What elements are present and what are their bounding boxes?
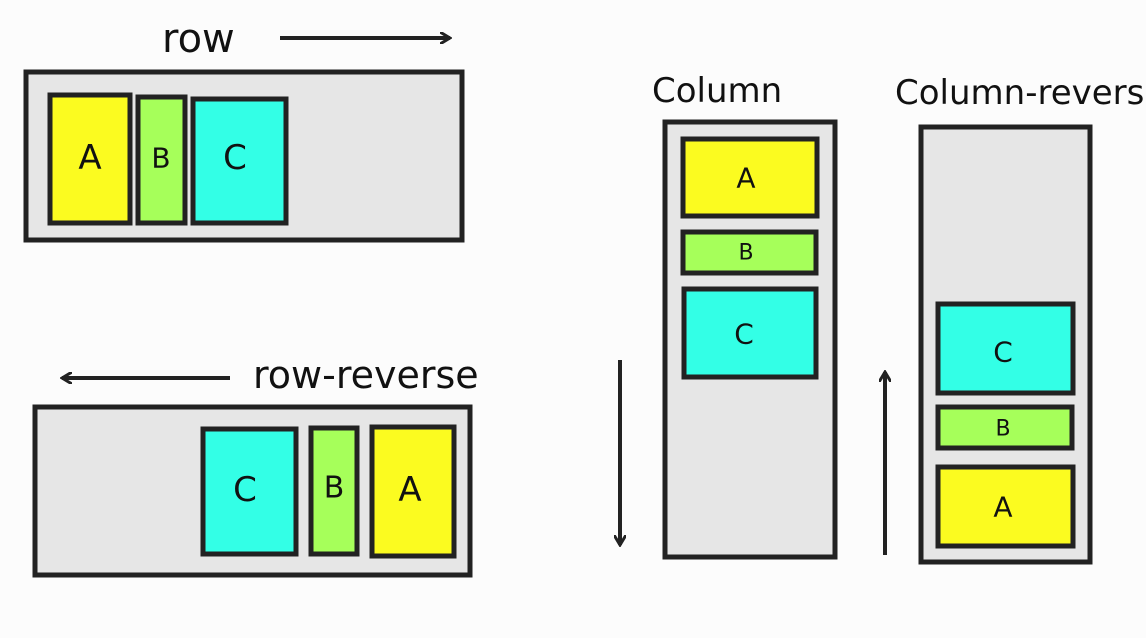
row-item-c-label: C xyxy=(223,138,247,178)
row-reverse-item-b-label: B xyxy=(324,471,345,506)
column-item-c-label: C xyxy=(734,318,754,351)
column-reverse-title: Column-reverse xyxy=(895,73,1146,113)
row-item-c: C xyxy=(190,96,289,226)
column-item-a-label: A xyxy=(736,162,755,195)
row-title: row xyxy=(162,16,235,62)
column-item-b: B xyxy=(680,229,819,276)
column-reverse-item-c: C xyxy=(935,301,1076,396)
row-item-b: B xyxy=(135,94,188,226)
row-reverse-group: row-reverse C B A xyxy=(32,353,479,578)
row-group: row A B C xyxy=(23,16,465,243)
row-reverse-item-c: C xyxy=(200,426,299,557)
row-item-a: A xyxy=(47,92,133,226)
row-item-b-label: B xyxy=(151,142,170,175)
row-reverse-title: row-reverse xyxy=(253,353,479,397)
row-reverse-item-a-label: A xyxy=(398,470,421,510)
row-reverse-item-a: A xyxy=(369,424,457,559)
column-reverse-item-a: A xyxy=(935,464,1076,549)
row-item-a-label: A xyxy=(78,138,101,178)
column-item-a: A xyxy=(680,136,820,219)
row-reverse-item-c-label: C xyxy=(233,470,257,510)
row-reverse-item-b: B xyxy=(308,425,360,557)
column-title: Column xyxy=(652,71,782,111)
column-item-b-label: B xyxy=(738,241,753,266)
column-reverse-item-b: B xyxy=(935,404,1075,451)
column-group: Column A B C xyxy=(620,71,838,560)
column-reverse-item-a-label: A xyxy=(993,491,1012,524)
column-reverse-item-b-label: B xyxy=(995,417,1010,442)
column-reverse-group: Column-reverse C B A xyxy=(885,73,1146,565)
column-item-c: C xyxy=(681,286,819,380)
column-reverse-item-c-label: C xyxy=(993,336,1013,369)
